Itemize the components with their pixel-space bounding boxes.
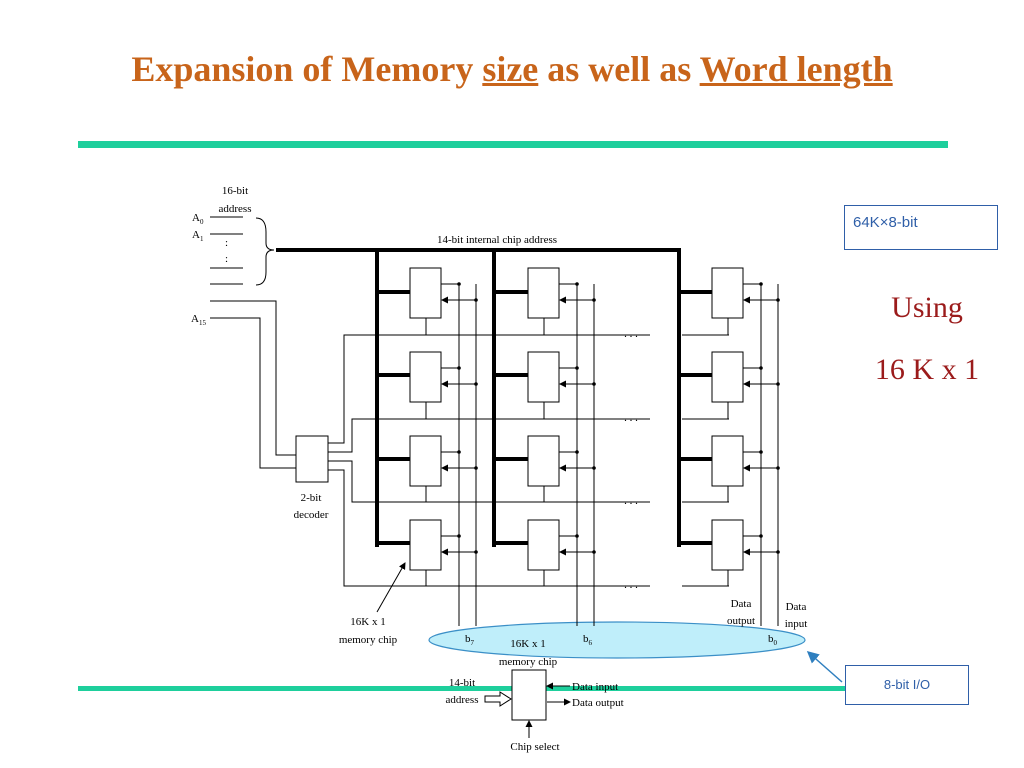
memory-chip <box>409 267 442 319</box>
row-dots-2: . . . <box>624 412 638 424</box>
legend-chip-label-1: 16K x 1 <box>510 638 545 650</box>
memory-chip <box>409 435 442 487</box>
a1-label: A1 <box>192 229 204 243</box>
address-vdots-2: : <box>225 253 228 265</box>
junction-dot <box>592 550 596 554</box>
io-note-box: 8-bit I/O <box>845 665 969 705</box>
junction-dot <box>457 450 461 454</box>
legend-chip-block <box>511 669 547 721</box>
memory-chip <box>527 519 560 571</box>
junction-dot <box>776 382 780 386</box>
junction-dot <box>592 466 596 470</box>
junction-dot <box>575 450 579 454</box>
legend-address-1: 14-bit <box>449 677 475 689</box>
junction-dot <box>474 466 478 470</box>
junction-dot <box>575 366 579 370</box>
junction-dot <box>592 382 596 386</box>
b6-label: b6 <box>583 633 593 647</box>
memory-chip <box>711 267 744 319</box>
memory-chip <box>711 351 744 403</box>
row-dots-3: . . . <box>624 495 638 507</box>
junction-dot <box>759 534 763 538</box>
row-dots-4: . . . <box>624 579 638 591</box>
a0-label: A0 <box>192 212 204 226</box>
decoder-label-line2: decoder <box>294 509 329 521</box>
memory-chip <box>527 435 560 487</box>
config-note-box: 64K×8-bit <box>844 205 998 250</box>
chip-callout-line1: 16K x 1 <box>350 616 385 628</box>
io-pointer-arrow <box>806 651 843 683</box>
slide-title: Expansion of Memory size as well as Word… <box>131 49 893 89</box>
junction-dot <box>474 382 478 386</box>
address-vdots-1: : <box>225 237 228 249</box>
memory-chip <box>711 519 744 571</box>
memory-chip <box>527 351 560 403</box>
memory-chip <box>409 519 442 571</box>
address-label-line2: address <box>219 203 252 215</box>
row-dots-1: . . . <box>624 328 638 340</box>
b0-label: b0 <box>768 633 778 647</box>
junction-dot <box>457 366 461 370</box>
legend-data-input: Data input <box>572 681 618 693</box>
data-input-line1: Data <box>786 601 807 613</box>
junction-dot <box>759 450 763 454</box>
data-input-line2: input <box>785 618 808 630</box>
data-output-line2: output <box>727 615 755 627</box>
junction-dot <box>759 366 763 370</box>
junction-dot <box>759 282 763 286</box>
address-label-line1: 16-bit <box>222 185 248 197</box>
using-line1: Using <box>891 291 963 324</box>
chip-callout-line2: memory chip <box>339 634 398 646</box>
decoder-label-line1: 2-bit <box>301 492 322 504</box>
decoder-block <box>295 435 329 483</box>
memory-chip <box>711 435 744 487</box>
top-divider <box>78 141 948 148</box>
legend-address-arrow <box>484 691 512 707</box>
a15-label: A15 <box>191 313 206 327</box>
using-line2: 16 K x 1 <box>874 353 980 386</box>
data-output-line1: Data <box>731 598 752 610</box>
b7-label: b7 <box>465 633 475 647</box>
legend-data-output: Data output <box>572 697 624 709</box>
memory-chip <box>527 267 560 319</box>
junction-dot <box>575 282 579 286</box>
junction-dot <box>457 282 461 286</box>
junction-dot <box>474 550 478 554</box>
legend-chip-select: Chip select <box>510 741 559 753</box>
junction-dot <box>575 534 579 538</box>
data-bits-ellipse <box>428 621 806 659</box>
junction-dot <box>776 550 780 554</box>
junction-dot <box>776 466 780 470</box>
legend-address-2: address <box>446 694 479 706</box>
chip-callout-arrow <box>376 562 406 613</box>
junction-dot <box>474 298 478 302</box>
junction-dot <box>592 298 596 302</box>
chip-grid <box>409 267 780 626</box>
junction-dot <box>776 298 780 302</box>
legend-chip-label-2: memory chip <box>499 656 558 668</box>
junction-dot <box>457 534 461 538</box>
memory-chip <box>409 351 442 403</box>
internal-bus-label: 14-bit internal chip address <box>437 234 557 246</box>
